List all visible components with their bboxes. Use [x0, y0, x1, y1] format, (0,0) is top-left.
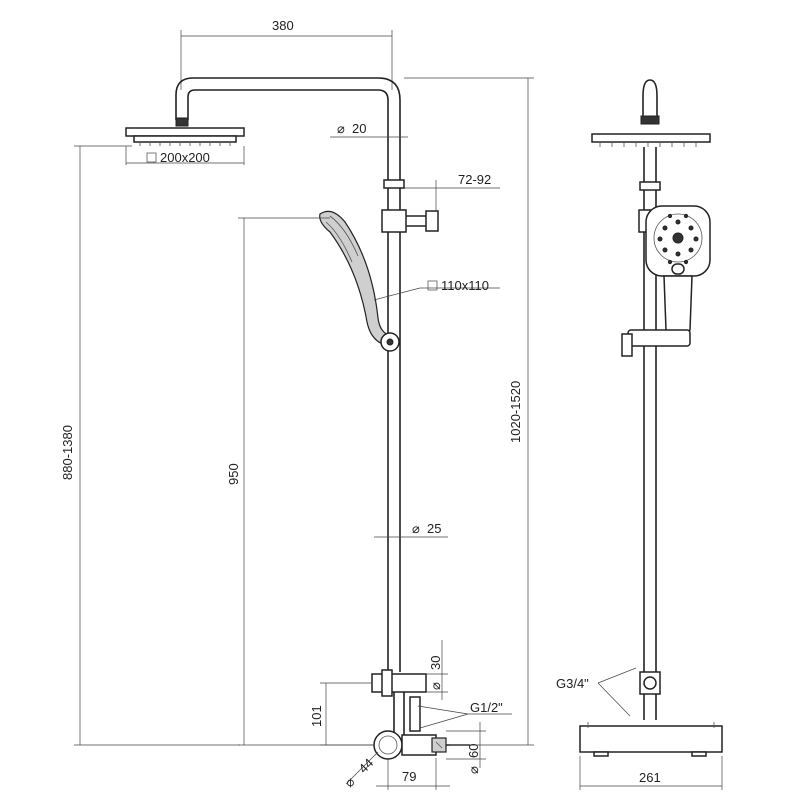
pipe-dia-25-annotation: ⌀ 25 [374, 521, 448, 538]
arm-range-annotation: 72-92 [388, 172, 500, 215]
dimension-380: 380 [180, 18, 393, 90]
riser-pipe [383, 179, 405, 672]
side-view: G3/4" 261 [556, 79, 723, 790]
handset-size-label: 110x110 [441, 278, 489, 293]
dia-30-label: 30 [428, 656, 443, 670]
head-size-label: 200x200 [160, 150, 210, 165]
arm-range-label: 72-92 [458, 172, 491, 187]
total-height-label: 1020-1520 [508, 381, 523, 443]
thread-three-quarter-label: G3/4" [556, 676, 589, 691]
dia-symbol: ⌀ [428, 682, 443, 690]
side-holder [621, 329, 691, 357]
height-101-annotation [320, 682, 374, 746]
dia-symbol: ⌀ [412, 521, 420, 536]
side-thermostat-bar [579, 722, 723, 757]
width-261-label: 261 [639, 770, 661, 785]
thread-half-label: G1/2" [470, 700, 503, 715]
dia-symbol: ⌀ [466, 766, 481, 774]
front-view: 380 200x200 ⌀ 20 [74, 18, 534, 790]
dia-30-annotation [426, 640, 448, 700]
thread-three-quarter-annotation: G3/4" [556, 667, 637, 717]
dia-symbol: ⌀ [337, 121, 345, 136]
offset-79-annotation [376, 758, 450, 790]
pipe-dia-20-annotation: ⌀ 20 [330, 121, 408, 138]
arm-nut [175, 117, 189, 127]
diverter-block [371, 669, 427, 740]
slide-rail-dimension [238, 217, 374, 746]
pipe-dia-25-label: 25 [427, 521, 441, 536]
side-arm [640, 79, 660, 125]
total-height-dimension [404, 77, 534, 746]
head-size-annotation: 200x200 [125, 146, 245, 165]
slide-rail-label: 950 [226, 463, 241, 485]
height-101-label: 101 [309, 705, 324, 727]
width-261-dimension: 261 [579, 756, 723, 790]
rain-shower-head [125, 127, 245, 146]
overhead-arm [175, 77, 401, 180]
handset-size-annotation: 110x110 [373, 278, 500, 301]
offset-79-label: 79 [402, 769, 416, 784]
hand-shower [319, 210, 400, 352]
head-height-dimension [74, 145, 240, 746]
dia-60-label: 60 [466, 744, 481, 758]
dia-symbol: ⌀ [342, 774, 358, 790]
side-elbow [639, 671, 661, 695]
side-handset [645, 205, 711, 335]
dia-44-label: 44 [356, 755, 377, 776]
mixer-valve [373, 730, 470, 760]
pipe-dia-20-label: 20 [352, 121, 366, 136]
side-rain-head [591, 133, 711, 147]
dimension-label-380: 380 [272, 18, 294, 33]
wall-bracket [381, 209, 439, 233]
dia-44-annotation [345, 751, 379, 785]
thread-half-annotation: G1/2" [417, 700, 512, 729]
head-height-label: 880-1380 [60, 425, 75, 480]
